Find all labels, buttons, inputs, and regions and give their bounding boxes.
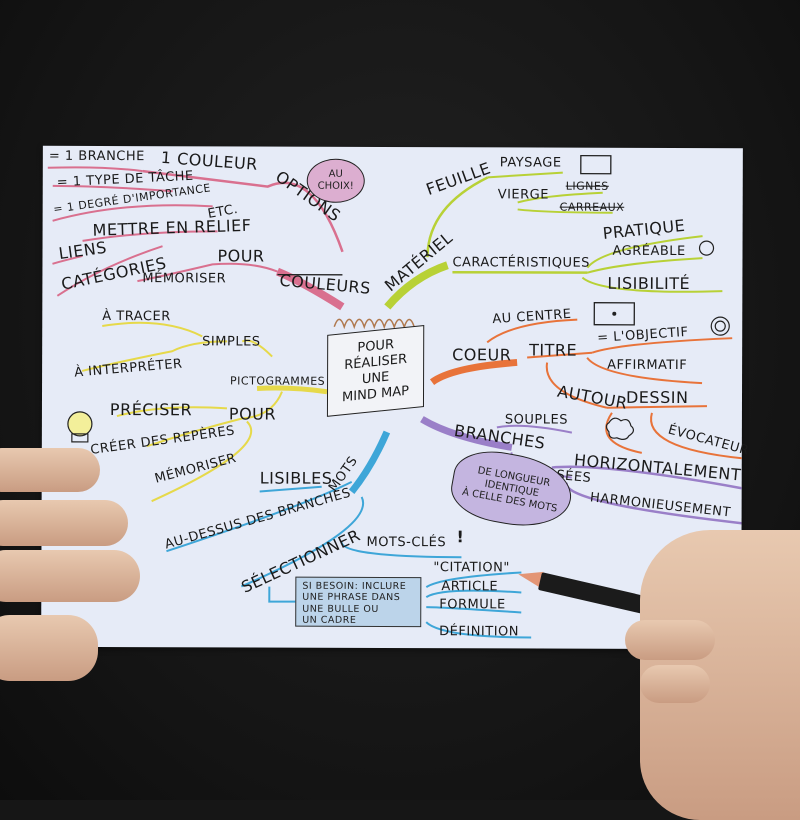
node-exclamation: ! <box>456 527 465 547</box>
node-lignes: LIGNES <box>565 179 609 193</box>
node-pour-pictos: POUR <box>228 404 277 424</box>
node-preciser: PRÉCISER <box>109 400 193 420</box>
left-hand-finger-3 <box>0 550 140 602</box>
node-titre: TITRE <box>529 340 578 360</box>
box-line-3: UNE BULLE OU <box>302 603 379 615</box>
node-lisibles: LISIBLES <box>259 468 333 488</box>
node-a-tracer: À TRACER <box>102 308 171 325</box>
node-pour-couleurs: POUR <box>217 246 265 266</box>
node-dessin: DESSIN <box>625 387 689 408</box>
left-hand-finger-1 <box>0 448 100 492</box>
node-article: ARTICLE <box>441 579 499 595</box>
node-mots-cles: MOTS-CLÉS <box>366 534 447 551</box>
node-caracteristiques: CARACTÉRISTIQUES <box>452 255 590 271</box>
bubble-au-choix-line-2: CHOIX! <box>317 180 354 192</box>
node-coeur: COEUR <box>452 345 512 365</box>
box-line-2: UNE PHRASE DANS <box>302 592 401 604</box>
node-formule: FORMULE <box>439 597 506 613</box>
node-citation: "CITATION" <box>433 560 510 576</box>
right-hand-finger <box>625 620 715 660</box>
node-agreable: AGRÉABLE <box>612 243 686 260</box>
right-hand-finger-2 <box>640 665 710 703</box>
bubble-au-choix: AU CHOIX! <box>306 158 365 203</box>
node-memoriser-couleurs: MÉMORISER <box>142 271 227 287</box>
left-hand-finger-2 <box>0 500 128 546</box>
box-si-besoin: SI BESOIN: INCLURE UNE PHRASE DANS UNE B… <box>295 576 422 628</box>
node-une-branche: = 1 BRANCHE <box>48 148 145 165</box>
node-vierge: VIERGE <box>497 187 549 203</box>
node-pictogrammes: PICTOGRAMMES <box>230 374 326 388</box>
node-lisibilite: LISIBILITÉ <box>607 273 691 294</box>
mindmap-paper: POUR RÉALISER UNE MIND MAP = 1 BRANCHE 1… <box>41 145 751 650</box>
branch-lines <box>47 155 742 639</box>
box-line-1: SI BESOIN: INCLURE <box>302 580 407 593</box>
central-topic-line-3: MIND MAP <box>342 383 409 406</box>
node-definition: DÉFINITION <box>439 624 520 640</box>
node-simples: SIMPLES <box>202 334 261 350</box>
central-topic-line-1: POUR RÉALISER <box>344 336 408 373</box>
left-hand-thumb <box>0 615 98 681</box>
box-line-4: UN CADRE <box>302 614 357 627</box>
node-affirmatif: AFFIRMATIF <box>607 357 688 374</box>
node-paysage: PAYSAGE <box>499 155 562 171</box>
bubble-au-choix-line-1: AU <box>328 168 343 180</box>
central-topic: POUR RÉALISER UNE MIND MAP <box>326 325 425 417</box>
node-souples: SOUPLES <box>504 412 569 428</box>
node-carreaux: CARREAUX <box>559 200 625 214</box>
